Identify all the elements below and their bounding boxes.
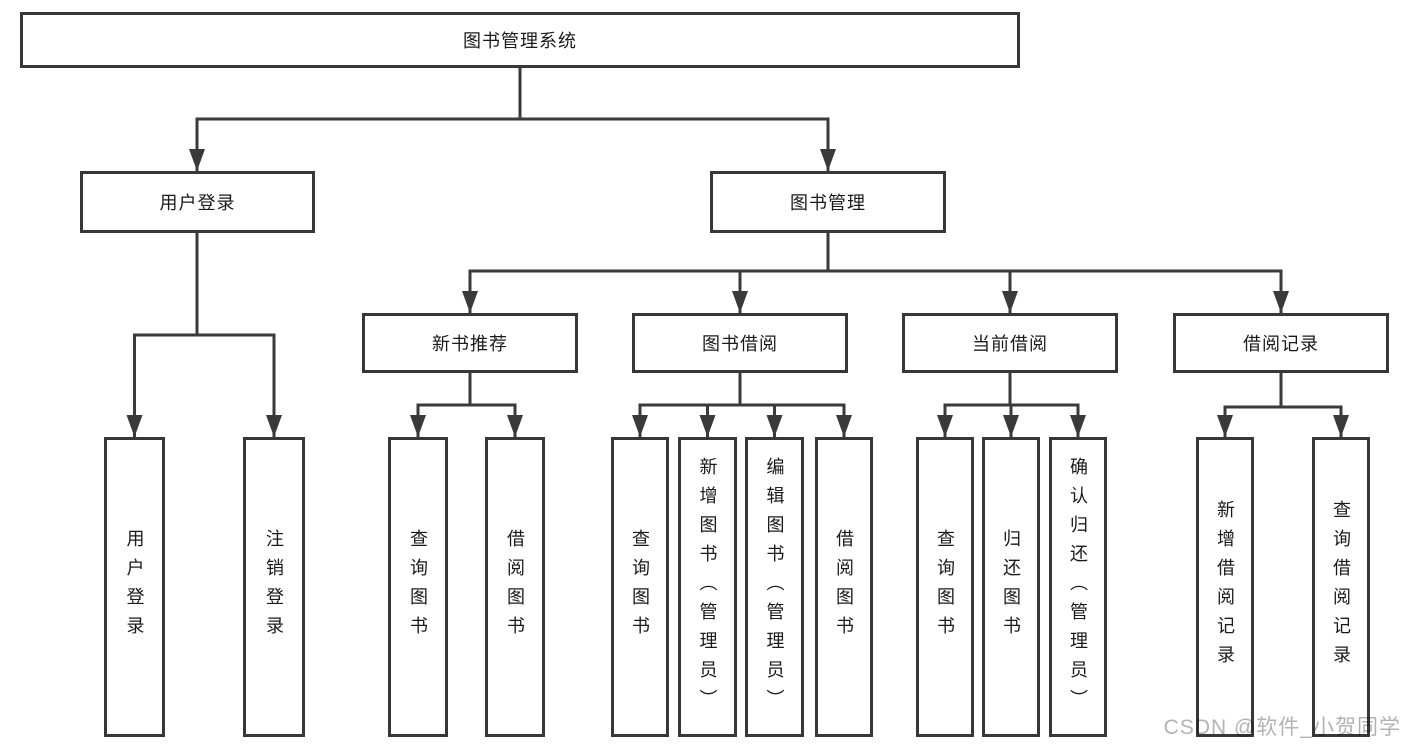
leaf-query-books-1: 查询图书 bbox=[388, 437, 448, 737]
leaf-query-books-1-label: 查询图书 bbox=[408, 529, 428, 645]
leaf-user-login-label: 用户登录 bbox=[124, 529, 145, 645]
node-borrow-record-label: 借阅记录 bbox=[1243, 334, 1319, 354]
leaf-return-books: 归还图书 bbox=[982, 437, 1040, 737]
leaf-query-borrow-record: 查询借阅记录 bbox=[1312, 437, 1370, 737]
node-new-book-recommend-label: 新书推荐 bbox=[432, 334, 508, 354]
leaf-confirm-return-admin: 确认归还（管理员） bbox=[1049, 437, 1107, 737]
node-user-login: 用户登录 bbox=[80, 171, 315, 233]
node-new-book-recommend: 新书推荐 bbox=[362, 313, 578, 373]
leaf-confirm-return-admin-label: 确认归还（管理员） bbox=[1068, 456, 1088, 718]
leaf-query-books-2-label: 查询图书 bbox=[630, 529, 650, 645]
leaf-borrow-books-1-label: 借阅图书 bbox=[505, 529, 525, 645]
leaf-logout: 注销登录 bbox=[243, 437, 305, 737]
node-current-borrow: 当前借阅 bbox=[902, 313, 1118, 373]
leaf-query-books-3-label: 查询图书 bbox=[935, 529, 955, 645]
leaf-query-books-3: 查询图书 bbox=[916, 437, 974, 737]
node-root-label: 图书管理系统 bbox=[463, 31, 577, 51]
node-user-login-label: 用户登录 bbox=[159, 193, 236, 213]
arrowhead-group bbox=[126, 149, 1349, 437]
node-book-borrow-label: 图书借阅 bbox=[702, 334, 778, 354]
node-book-management-label: 图书管理 bbox=[790, 193, 866, 213]
leaf-edit-books-admin: 编辑图书（管理员） bbox=[745, 437, 804, 737]
leaf-add-books-admin: 新增图书（管理员） bbox=[678, 437, 737, 737]
leaf-query-books-2: 查询图书 bbox=[611, 437, 669, 737]
node-borrow-record: 借阅记录 bbox=[1173, 313, 1389, 373]
leaf-borrow-books-2: 借阅图书 bbox=[815, 437, 873, 737]
leaf-user-login: 用户登录 bbox=[104, 437, 165, 737]
watermark: CSDN @软件_小贺同学 bbox=[1163, 716, 1401, 739]
leaf-add-borrow-record-label: 新增借阅记录 bbox=[1215, 500, 1235, 674]
leaf-borrow-books-2-label: 借阅图书 bbox=[834, 529, 854, 645]
node-current-borrow-label: 当前借阅 bbox=[972, 334, 1048, 354]
node-root: 图书管理系统 bbox=[20, 12, 1020, 68]
leaf-add-books-admin-label: 新增图书（管理员） bbox=[697, 456, 718, 718]
leaf-edit-books-admin-label: 编辑图书（管理员） bbox=[764, 456, 785, 718]
leaf-add-borrow-record: 新增借阅记录 bbox=[1196, 437, 1254, 737]
node-book-borrow: 图书借阅 bbox=[632, 313, 848, 373]
leaf-query-borrow-record-label: 查询借阅记录 bbox=[1331, 500, 1351, 674]
node-book-management: 图书管理 bbox=[710, 171, 946, 233]
leaf-return-books-label: 归还图书 bbox=[1001, 529, 1021, 645]
leaf-borrow-books-1: 借阅图书 bbox=[485, 437, 545, 737]
leaf-logout-label: 注销登录 bbox=[264, 529, 284, 645]
